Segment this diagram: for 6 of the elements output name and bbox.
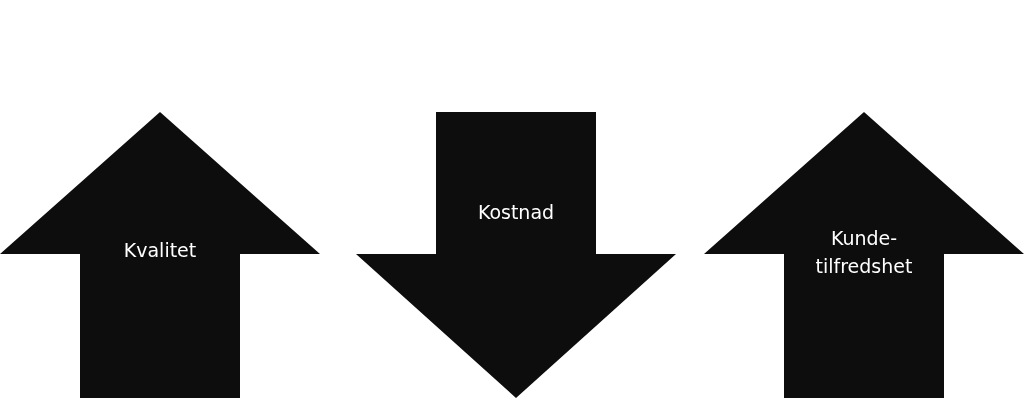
arrow-label: Kunde- tilfredshet — [814, 226, 914, 279]
up-arrow-shape — [704, 112, 1024, 398]
down-arrow-shape — [356, 112, 676, 398]
arrow-label: Kostnad — [476, 200, 556, 225]
arrow-label: Kvalitet — [122, 238, 198, 263]
up-arrow-shape — [0, 112, 320, 398]
